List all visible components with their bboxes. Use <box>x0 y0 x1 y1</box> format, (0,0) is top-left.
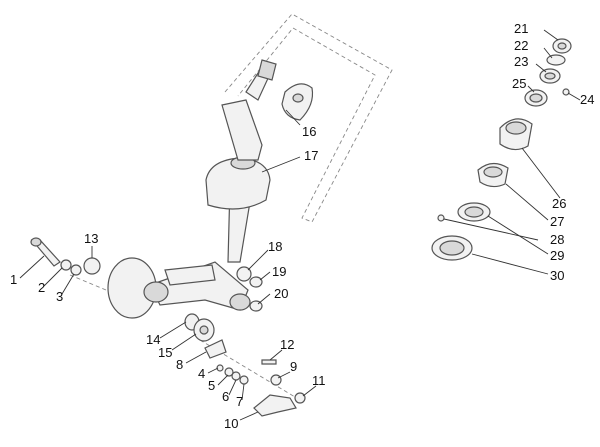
callout-6: 6 <box>222 389 229 404</box>
bearing-cup-26 <box>499 118 533 151</box>
washer-22 <box>546 54 566 66</box>
leader-lines <box>19 29 581 421</box>
callout-9: 9 <box>290 359 297 374</box>
callout-29: 29 <box>550 248 564 263</box>
callout-22: 22 <box>514 38 528 53</box>
callout-16: 16 <box>302 124 316 139</box>
callout-5: 5 <box>208 378 215 393</box>
dashed-guide-lower-2 <box>199 339 301 401</box>
callout-8: 8 <box>176 357 183 372</box>
ring-18 <box>236 266 252 282</box>
callout-26: 26 <box>552 196 566 211</box>
callout-24: 24 <box>580 92 594 107</box>
callout-21: 21 <box>514 21 528 36</box>
callout-17: 17 <box>304 148 318 163</box>
callout-13: 13 <box>84 231 98 246</box>
washer-9 <box>270 374 282 386</box>
lever-10 <box>253 394 297 417</box>
ball-24 <box>562 88 570 96</box>
callout-10: 10 <box>224 416 238 431</box>
seal-29 <box>457 202 491 222</box>
callout-23: 23 <box>514 54 528 69</box>
dashed-guide-lower <box>69 274 131 301</box>
bushing-13 <box>83 257 101 275</box>
washer-2 <box>60 259 72 271</box>
dashed-guide-frame <box>224 13 393 223</box>
callout-18: 18 <box>268 239 282 254</box>
bushing-15 <box>193 318 215 342</box>
callout-2: 2 <box>38 280 45 295</box>
callout-27: 27 <box>550 214 564 229</box>
callout-25: 25 <box>512 76 526 91</box>
pin-12 <box>261 359 277 365</box>
callout-28: 28 <box>550 232 564 247</box>
bearing-nut-21 <box>552 38 572 54</box>
steering-column <box>205 59 277 263</box>
steering-cap-hole <box>292 93 304 103</box>
nut-3 <box>70 264 82 276</box>
callout-14: 14 <box>146 332 160 347</box>
callout-20: 20 <box>274 286 288 301</box>
dust-cover-30 <box>431 235 473 261</box>
callout-30: 30 <box>550 268 564 283</box>
washer-6 <box>231 371 241 381</box>
bearing-race-27 <box>477 162 509 188</box>
ball-28 <box>437 214 445 222</box>
nut-11 <box>294 392 306 404</box>
callout-1: 1 <box>10 272 17 287</box>
callout-7: 7 <box>236 394 243 409</box>
cup-25 <box>524 89 548 107</box>
washer-5 <box>224 367 234 377</box>
nut-7 <box>239 375 249 385</box>
callout-12: 12 <box>280 337 294 352</box>
washer-19 <box>249 276 263 288</box>
front-fork-arm <box>107 257 251 319</box>
callout-4: 4 <box>198 366 205 381</box>
callout-15: 15 <box>158 345 172 360</box>
bolt-1 <box>30 237 61 267</box>
bearing-23 <box>539 68 561 84</box>
bracket-8 <box>204 339 227 359</box>
callout-3: 3 <box>56 289 63 304</box>
callout-19: 19 <box>272 264 286 279</box>
callout-11: 11 <box>312 373 326 388</box>
